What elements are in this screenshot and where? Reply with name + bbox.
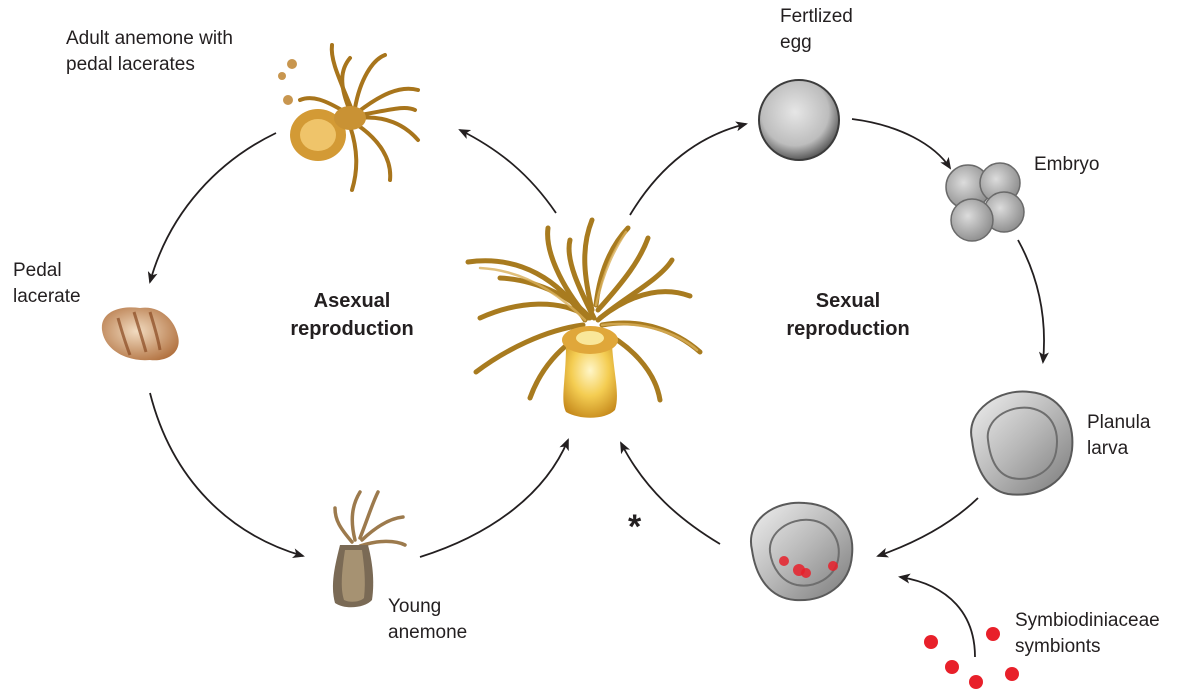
arrow-pedal-to-young bbox=[150, 393, 303, 556]
central-anemone-image bbox=[468, 220, 700, 418]
symbiont-cell bbox=[986, 627, 1000, 641]
arrow-young-to-center bbox=[420, 440, 568, 557]
adult-anemone-image bbox=[278, 45, 418, 190]
label-young-anemone: Young anemone bbox=[388, 594, 467, 646]
embryo-image bbox=[946, 163, 1024, 241]
label-sexual-reproduction: Sexual reproduction bbox=[768, 287, 928, 343]
label-asexual-reproduction: Asexual reproduction bbox=[272, 287, 432, 343]
arrow-adult-to-pedal bbox=[150, 133, 276, 282]
label-fertilized-egg: Fertlized egg bbox=[780, 4, 853, 56]
label-embryo: Embryo bbox=[1034, 152, 1099, 178]
asterisk-marker: * bbox=[628, 510, 641, 544]
symbiont-cell bbox=[945, 660, 959, 674]
label-symbionts: Symbiodiniaceae symbionts bbox=[1015, 608, 1160, 660]
young-anemone-image bbox=[333, 492, 405, 607]
arrow-symbionts-to-larva bbox=[900, 577, 975, 657]
arrow-egg-to-embryo bbox=[852, 119, 950, 168]
label-planula-larva: Planula larva bbox=[1087, 410, 1150, 462]
arrow-embryo-to-planula bbox=[1018, 240, 1044, 362]
arrow-planula-to-infected bbox=[878, 498, 978, 556]
symbiont-cell bbox=[1005, 667, 1019, 681]
arrow-center-to-egg bbox=[630, 124, 746, 215]
pedal-lacerate-image bbox=[102, 307, 179, 360]
symbiont-cell bbox=[969, 675, 983, 689]
arrow-center-to-adult bbox=[460, 130, 556, 213]
fertilized-egg-image bbox=[759, 80, 839, 160]
infected-larva-image bbox=[751, 503, 852, 600]
planula-larva-image bbox=[971, 392, 1072, 495]
symbiont-cells bbox=[924, 627, 1019, 689]
label-pedal-lacerate: Pedal lacerate bbox=[13, 258, 81, 310]
label-adult-anemone: Adult anemone with pedal lacerates bbox=[66, 26, 233, 78]
symbiont-cell bbox=[924, 635, 938, 649]
